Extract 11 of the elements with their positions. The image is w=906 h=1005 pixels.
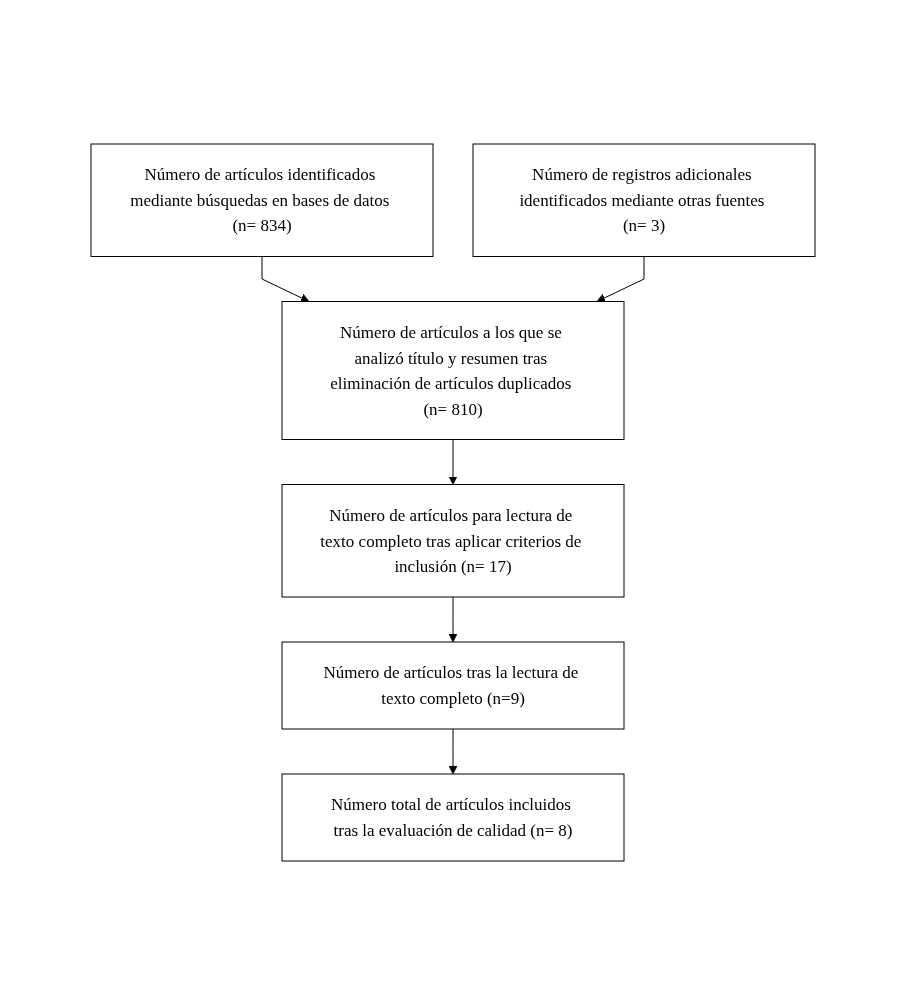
arrow [448, 596, 458, 643]
node-box: Número de artículos identificados mediante búsquedas en bases de datos (n= 834) [90, 143, 434, 257]
arrow [261, 256, 310, 303]
arrow [448, 728, 458, 775]
node-box: Número de artículos a los que se analizó título y resumen tras eliminación de artículos duplicados (n= 810) [281, 301, 625, 440]
node-box: Número total de artículos incluidos tras la evaluación de calidad (n= 8) [281, 773, 625, 862]
node-box: Número de registros adicionales identificados mediante otras fuentes (n= 3) [472, 143, 816, 257]
node-box: Número de artículos para lectura de texto completo tras aplicar criterios de inclusión (n= 17) [281, 484, 625, 598]
node-box: Número de artículos tras la lectura de texto completo (n=9) [281, 641, 625, 730]
arrow [448, 439, 458, 485]
arrow [596, 256, 645, 303]
